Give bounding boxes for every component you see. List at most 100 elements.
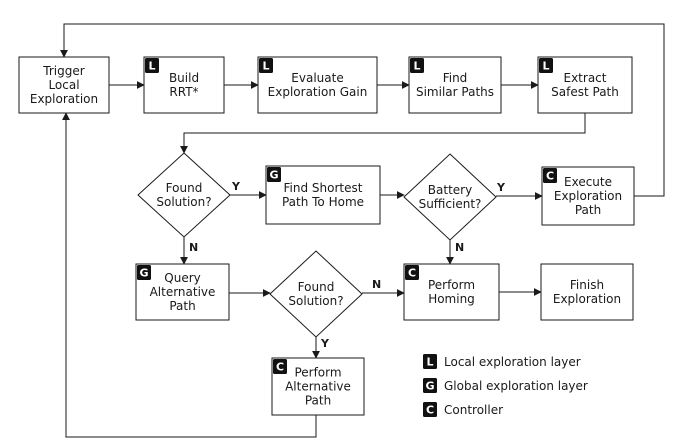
badge-letter: G	[425, 380, 434, 393]
badge-g-icon: G	[137, 265, 151, 280]
edge-found-solution-1-to-find-shortest: Y	[230, 180, 267, 199]
node-label: Exploration	[553, 292, 621, 306]
badge-letter: L	[413, 60, 420, 73]
node-label: RRT*	[169, 85, 198, 99]
node-label: Finish	[570, 278, 604, 292]
edge-battery-to-homing: N	[446, 240, 464, 265]
edge-label: Y	[496, 181, 506, 194]
node-label: Path	[575, 203, 601, 217]
node-label: Perform	[428, 278, 475, 292]
decision-diamond	[403, 153, 497, 241]
badge-letter: C	[276, 361, 284, 374]
legend-item: G Global exploration layer	[423, 378, 588, 393]
node-label: Path To Home	[282, 195, 364, 209]
process-box	[540, 263, 634, 321]
node-label: Battery	[428, 183, 472, 197]
node-label: Alternative	[285, 380, 351, 394]
node-label: Alternative	[150, 285, 216, 299]
node-label: Find Shortest	[284, 181, 363, 195]
process-box	[257, 56, 378, 114]
legend-item: C Controller	[423, 402, 503, 417]
node-label: Local	[48, 78, 79, 92]
badge-letter: L	[426, 356, 433, 369]
decision-diamond	[137, 152, 231, 238]
process-box	[18, 56, 110, 114]
edge-label: Y	[320, 337, 330, 350]
node-label: Solution?	[156, 195, 211, 209]
edge-line	[60, 23, 665, 197]
badge-l-icon: L	[539, 58, 553, 73]
node-label: Trigger	[42, 64, 84, 78]
badge-g-icon: G	[423, 378, 437, 393]
edge-perform-alt-to-trigger	[62, 112, 317, 438]
node-label: Safest Path	[551, 85, 619, 99]
node-label: Find	[443, 71, 468, 85]
node-label: Perform	[294, 366, 341, 380]
process-box	[271, 357, 365, 416]
node-label: Exploration	[30, 92, 98, 106]
edge-label: N	[189, 241, 198, 254]
node-label: Extract	[564, 71, 607, 85]
edge-execute-to-trigger	[60, 23, 665, 197]
badge-l-icon: L	[145, 58, 159, 73]
node-label: Execute	[564, 175, 612, 189]
badge-letter: L	[262, 60, 269, 73]
edge-battery-to-execute: Y	[496, 181, 543, 200]
badge-c-icon: C	[423, 402, 437, 417]
process-box	[541, 166, 635, 226]
node-label: Path	[305, 394, 331, 408]
edge-line	[62, 112, 317, 438]
decision-diamond	[269, 250, 363, 338]
node-label: Evaluate	[291, 71, 343, 85]
badge-g-icon: G	[267, 167, 281, 182]
badge-l-icon: L	[259, 58, 273, 73]
badge-l-icon: L	[423, 354, 437, 369]
edge-found-solution-2-to-perform-alt: Y	[312, 337, 330, 359]
badge-c-icon: C	[273, 359, 287, 374]
badge-letter: L	[148, 60, 155, 73]
process-box	[135, 263, 230, 321]
process-box	[537, 56, 633, 114]
node-label: Exploration	[554, 189, 622, 203]
edge-line	[180, 113, 586, 154]
badge-c-icon: C	[543, 168, 557, 183]
node-label: Path	[169, 299, 195, 313]
node-label: Homing	[428, 292, 475, 306]
edge-label: N	[455, 241, 464, 254]
process-box	[265, 165, 381, 225]
badge-letter: G	[269, 169, 278, 182]
legend-item: L Local exploration layer	[423, 354, 581, 369]
legend-label: Global exploration layer	[444, 379, 588, 393]
badge-letter: C	[426, 404, 434, 417]
legend-label: Controller	[444, 403, 503, 417]
node-label: Build	[169, 71, 199, 85]
legend-label: Local exploration layer	[444, 355, 581, 369]
process-box	[408, 56, 502, 114]
badge-letter: C	[546, 170, 554, 183]
node-label: Sufficient?	[419, 197, 482, 211]
edge-found-solution-2-to-homing: N	[362, 278, 405, 297]
node-label: Found	[166, 181, 203, 195]
edge-found-solution-1-to-query-alt: N	[180, 237, 198, 265]
node-label: Found	[298, 280, 335, 294]
badge-c-icon: C	[405, 265, 419, 280]
edge-extract-safest-to-found-solution-1	[180, 113, 586, 154]
process-box	[403, 263, 500, 321]
badge-letter: G	[139, 267, 148, 280]
node-label: Similar Paths	[416, 85, 494, 99]
